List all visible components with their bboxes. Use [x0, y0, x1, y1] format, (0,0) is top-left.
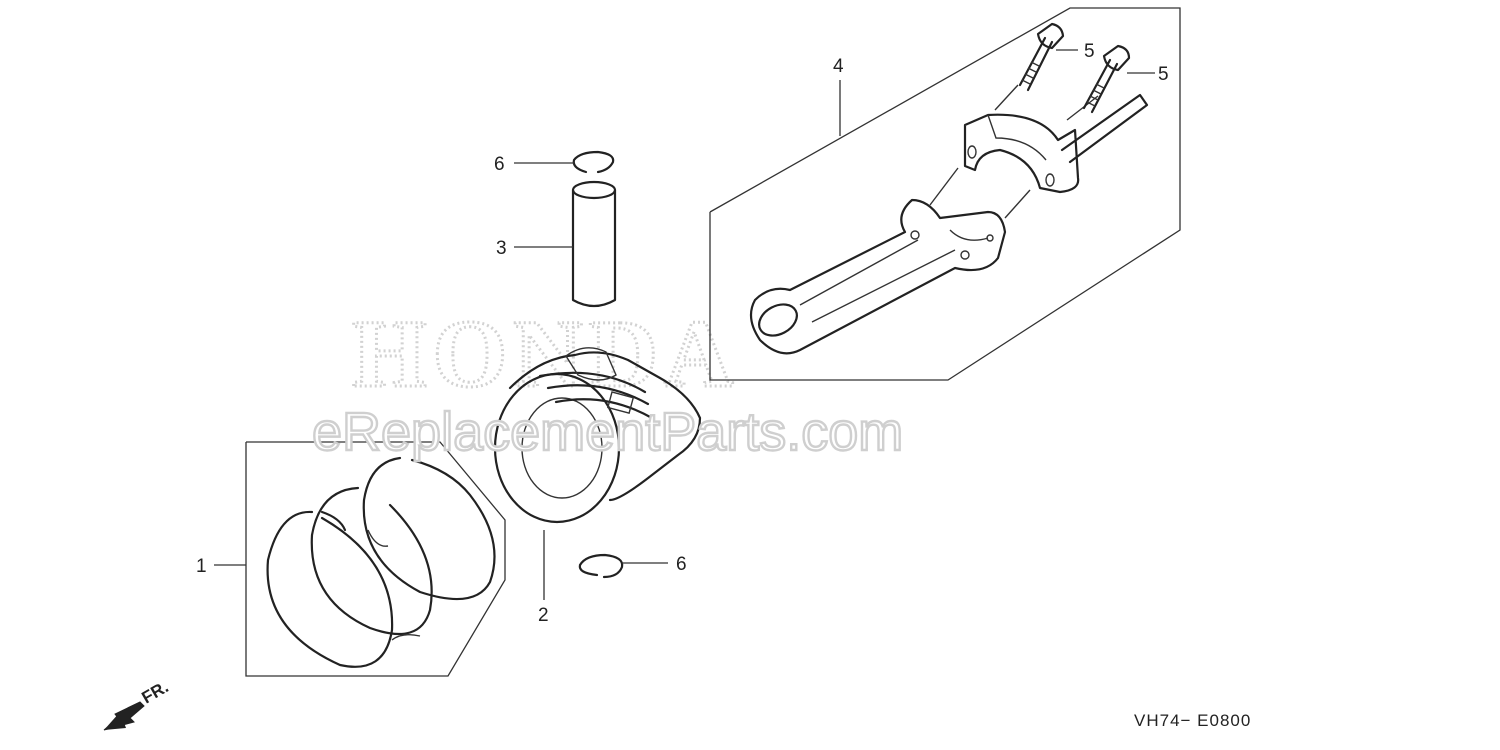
- piston-pin: [571, 180, 617, 308]
- diagram-code: VH74− E0800: [1134, 711, 1251, 730]
- connecting-rod-group-box: [709, 7, 1181, 381]
- site-watermark: eReplacementParts.com: [312, 402, 903, 462]
- callout-rod-bolt-b: 5: [1158, 64, 1169, 85]
- front-direction-indicator: FR.: [103, 677, 172, 731]
- callout-piston-pin: 3: [496, 238, 507, 259]
- oil-dipper: [1060, 93, 1149, 164]
- piston-pin-clip-bottom: [578, 553, 624, 579]
- callout-rod-bolt-a: 5: [1084, 41, 1095, 62]
- rod-cap: [963, 113, 1080, 194]
- callout-connecting-rod: 4: [833, 56, 844, 77]
- front-label: FR.: [139, 677, 172, 707]
- piston: [493, 347, 702, 524]
- connecting-rod: [749, 198, 1007, 355]
- piston-pin-clip-top: [572, 150, 615, 174]
- callout-piston-rings: 1: [196, 556, 207, 577]
- piston-ring-set: [245, 441, 506, 677]
- callout-piston: 2: [538, 605, 549, 626]
- callout-clip-top: 6: [494, 154, 505, 175]
- rod-bolt-right: [1082, 44, 1131, 114]
- piston-rings-group-box: [245, 441, 506, 677]
- rod-bolt-left: [1018, 22, 1065, 92]
- callout-clip-bottom: 6: [676, 554, 687, 575]
- brand-watermark: HONDA: [352, 300, 739, 407]
- connecting-rod-assembly: [709, 7, 1181, 381]
